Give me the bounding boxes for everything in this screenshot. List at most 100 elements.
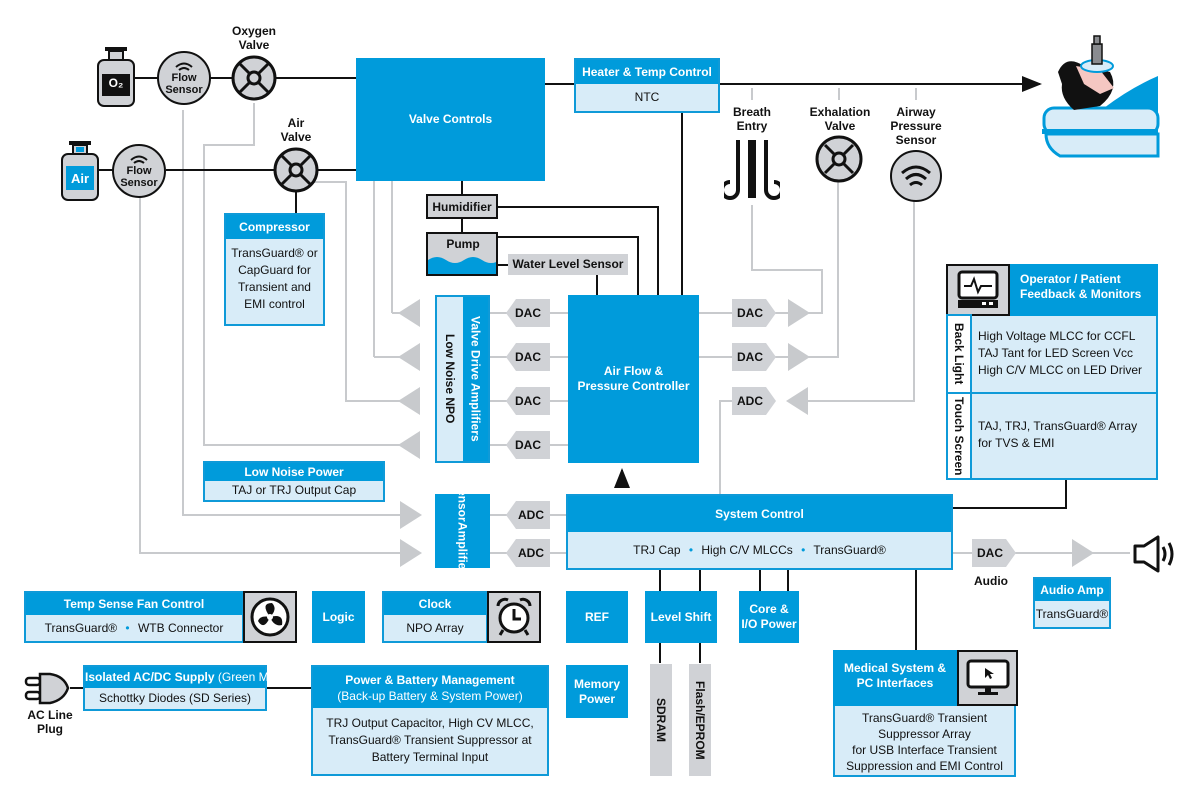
controller-label: Air Flow & [603, 364, 664, 378]
audio-label: Audio [974, 574, 1008, 588]
low-noise-power-panel: Low Noise Power TAJ or TRJ Output Cap [203, 461, 385, 502]
o2-label: O₂ [108, 76, 124, 90]
medical-pc-interfaces-panel: Medical System & PC Interfaces TransGuar… [833, 650, 1018, 777]
temp-sense-fan-panel: Temp Sense Fan Control TransGuard® • WTB… [24, 591, 244, 643]
audio-amp-body: TransGuard® [1035, 607, 1109, 621]
flash-eprom-block: Flash/EPROM [689, 664, 711, 776]
flow-sensor-label: Sensor [120, 177, 158, 189]
flow-sensor-label: Flow [126, 165, 152, 177]
dac-label: DAC [515, 438, 541, 452]
power-battery-title: Power & Battery Management [345, 673, 515, 687]
amp-triangle [398, 387, 420, 415]
label-line: Valve [238, 38, 270, 52]
computer-monitor-icon [966, 659, 1009, 695]
dac-converter: DAC [506, 431, 550, 459]
alarm-clock-icon [496, 597, 532, 636]
title-line: Medical System & [843, 661, 947, 675]
acdc-title-note: (Green Mode) [217, 670, 293, 684]
flow-sensor-icon [112, 144, 166, 198]
flow-sensor-icon [157, 51, 211, 105]
body-line: TRJ Output Capacitor, High CV MLCC, [326, 716, 534, 730]
core-io-power-block: Core & I/O Power [739, 591, 799, 643]
exhalation-valve-icon[interactable] [815, 135, 863, 183]
memory-power-block: Memory Power [566, 665, 628, 718]
o2-cylinder-icon [97, 47, 135, 107]
amp-triangle [788, 299, 810, 327]
ac-plug-icon [24, 672, 70, 705]
speaker-icon[interactable] [1132, 534, 1178, 574]
compressor-line: EMI control [244, 297, 305, 311]
compressor-line: Transient and [238, 280, 311, 294]
title-line: Operator / Patient [1020, 272, 1121, 286]
level-shift-block: Level Shift [645, 591, 717, 643]
separator-dot: • [125, 621, 130, 635]
acdc-body: Schottky Diodes (SD Series) [98, 691, 252, 705]
body-line: for USB Interface Transient [852, 743, 997, 757]
block-label: Power [578, 691, 615, 706]
body-line: High Voltage MLCC for CCFL [978, 329, 1136, 343]
medical-pc-title: Medical System & PC Interfaces [833, 650, 957, 706]
humidifier-block: Humidifier [426, 194, 498, 219]
label-line: Sensor [895, 133, 937, 147]
amp-triangle [398, 431, 420, 459]
water-level-sensor: Water Level Sensor [508, 254, 628, 275]
label-line: Valve [824, 119, 856, 133]
label-line: Air [287, 116, 305, 130]
system-control-item: High C/V MLCCs [701, 543, 793, 557]
sdram-block: SDRAM [650, 664, 672, 776]
body-item: WTB Connector [137, 621, 224, 635]
system-control-title: System Control [568, 496, 951, 532]
flow-sensor-label: Flow [171, 72, 197, 84]
separator-dot: • [688, 543, 694, 557]
flow-sensor-label: Sensor [165, 84, 203, 96]
amp-triangle [398, 343, 420, 371]
clock-title: Clock [384, 593, 486, 615]
title-line: PC Interfaces [856, 676, 934, 690]
amplifier-triangles [398, 299, 1094, 567]
power-battery-panel: Power & Battery Management (Back-up Batt… [311, 665, 549, 776]
audio-amp-title: Audio Amp [1035, 579, 1109, 601]
clock-panel: Clock NPO Array [382, 591, 488, 643]
system-control-panel: System Control TRJ Cap • High C/V MLCCs … [566, 494, 953, 570]
adc-converter: ADC [506, 501, 550, 529]
dac-converter: DAC [506, 299, 550, 327]
power-battery-header: Power & Battery Management (Back-up Batt… [313, 667, 547, 708]
audio-amp-panel: Audio Amp TransGuard® [1033, 577, 1111, 629]
acdc-supply-panel: Isolated AC/DC Supply (Green Mode) Schot… [83, 665, 293, 711]
label-line: Airway [896, 105, 936, 119]
touch-screen-label: Touch Screen [946, 392, 972, 480]
label-line: Valve [280, 130, 312, 144]
black-flow-wires [70, 76, 1067, 689]
sensor-amplifiers-label: Sensor [455, 481, 470, 522]
separator-dot: • [801, 543, 806, 557]
amp-triangle [786, 387, 808, 415]
oxygen-valve-icon[interactable] [231, 55, 277, 101]
air-cylinder: Air [60, 140, 100, 202]
sensor-amplifiers-label: Amplifiers [455, 522, 470, 581]
compressor-line: CapGuard for [238, 263, 311, 277]
dac-label: DAC [515, 350, 541, 364]
valve-drive-amplifiers-block: Low Noise NPO Valve Drive Amplifiers [435, 295, 490, 463]
breath-entry-icon [724, 140, 780, 200]
acdc-title-text: Isolated AC/DC Supply [85, 670, 215, 684]
logic-block: Logic [312, 591, 365, 643]
body-line: Battery Terminal Input [371, 750, 489, 764]
body-line: Suppression and EMI Control [846, 759, 1003, 773]
air-valve-icon[interactable] [273, 147, 319, 193]
label-line: Breath [732, 105, 771, 119]
temp-fan-body: TransGuard® • WTB Connector [26, 615, 242, 641]
dac-label: DAC [515, 306, 541, 320]
operator-title: Operator / Patient Feedback & Monitors [1010, 264, 1158, 316]
heater-temp-control-panel: Heater & Temp Control NTC [574, 58, 720, 113]
back-light-body: High Voltage MLCC for CCFL TAJ Tant for … [978, 328, 1142, 379]
amp-triangle [1072, 539, 1094, 567]
dac-converter: DAC [506, 343, 550, 371]
dac-converter: DAC [732, 343, 776, 371]
fan-icon-box [243, 591, 297, 643]
air-flow-pressure-controller: Air Flow & Pressure Controller [568, 295, 699, 463]
